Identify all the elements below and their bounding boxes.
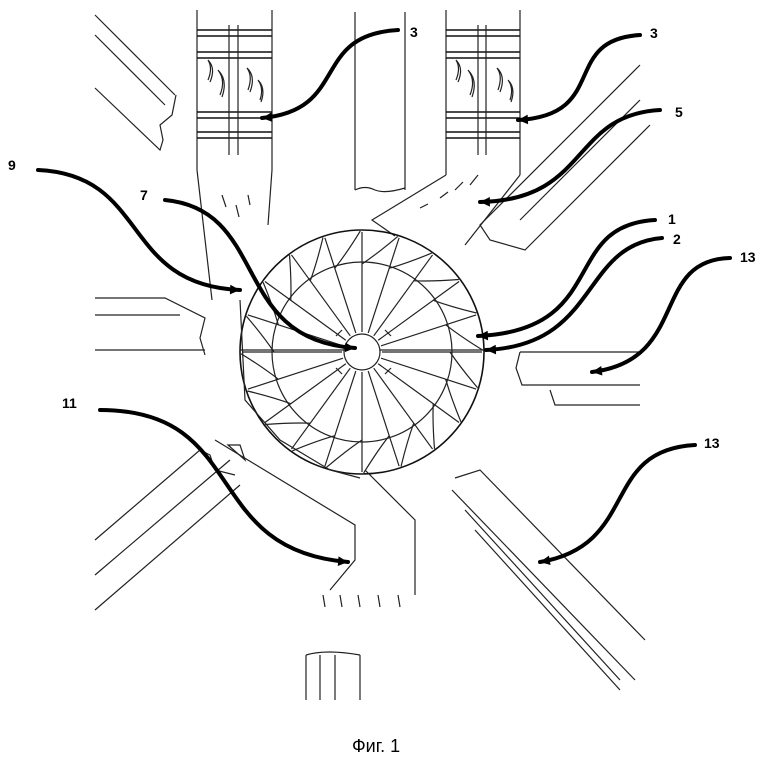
rotor-spoke <box>378 364 459 423</box>
heating-chamber-right <box>372 10 520 245</box>
callout-7: 7 <box>140 187 148 203</box>
callout-11: 11 <box>62 395 77 411</box>
callout-1: 1 <box>668 211 676 227</box>
rotor-spoke <box>291 255 350 336</box>
rotor-blade <box>389 253 432 268</box>
rotor-spoke <box>374 255 433 336</box>
duct-top-right <box>480 65 650 250</box>
leader-11-arrowhead <box>338 556 348 566</box>
leader-5-arrowhead <box>480 197 490 207</box>
callout-3-left: 3 <box>410 24 418 40</box>
leader-3-left-arrowhead <box>262 112 272 122</box>
leader-3-left <box>262 30 398 118</box>
rotor-spoke <box>368 371 399 466</box>
rotor-blade <box>433 404 434 449</box>
rotor-spoke <box>378 281 459 340</box>
rotor-spoke <box>374 368 433 449</box>
rotor-spoke <box>325 238 356 333</box>
callout-13-top: 13 <box>740 249 756 265</box>
callout-5: 5 <box>675 104 683 120</box>
leader-7-arrowhead <box>345 343 355 353</box>
rotor-spoke <box>381 358 476 389</box>
callout-2: 2 <box>673 231 681 247</box>
rotor-blade <box>446 379 461 422</box>
leader-2-arrowhead <box>486 345 496 355</box>
rotor-spoke <box>368 238 399 333</box>
rotor-blade <box>292 436 335 451</box>
pipe-bottom <box>306 652 360 700</box>
callout-3-right: 3 <box>650 25 658 41</box>
leader-13-bottom <box>540 445 695 562</box>
rotor-spoke <box>265 364 346 423</box>
rotor-wheel <box>240 230 484 478</box>
callouts: 3 3 5 9 7 1 2 13 11 13 <box>8 24 756 451</box>
rotor-spoke <box>291 368 350 449</box>
leader-5 <box>480 110 660 202</box>
rotor-spoke <box>248 358 343 389</box>
heating-chamber-left <box>197 10 272 300</box>
duct-top-left <box>95 15 176 150</box>
rotor-blade <box>265 423 310 424</box>
duct-right <box>516 352 640 405</box>
figure-caption: Фиг. 1 <box>352 736 400 756</box>
leader-13-top <box>592 258 730 372</box>
rotor-blade <box>289 255 290 300</box>
rotor-spoke <box>381 315 476 346</box>
leader-9-arrowhead <box>230 285 240 295</box>
rotor-spoke <box>325 371 356 466</box>
duct-left <box>95 298 205 355</box>
callout-13-bottom: 13 <box>704 435 720 451</box>
callout-9: 9 <box>8 157 16 173</box>
leader-3-right <box>518 35 640 120</box>
rotor-blade <box>414 279 459 280</box>
leader-9 <box>38 170 240 290</box>
